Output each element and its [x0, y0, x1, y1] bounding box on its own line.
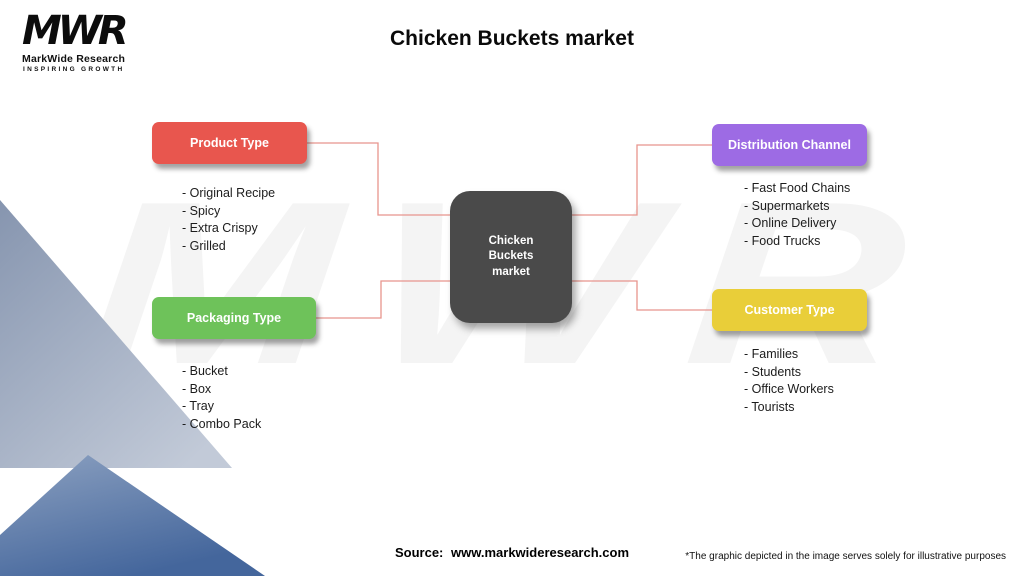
- category-item: Families: [744, 346, 877, 364]
- category-item: Box: [182, 381, 327, 399]
- center-node: Chicken Buckets market: [450, 191, 572, 323]
- category-product-type-items: Original Recipe Spicy Extra Crispy Grill…: [152, 185, 317, 255]
- category-item: Bucket: [182, 363, 327, 381]
- category-item: Food Trucks: [744, 233, 877, 251]
- logo-tagline: INSPIRING GROWTH: [23, 66, 125, 73]
- page-title: Chicken Buckets market: [390, 27, 634, 50]
- markwide-logo: MWR MarkWide Research INSPIRING GROWTH: [22, 8, 129, 73]
- category-product-type-header: Product Type: [152, 122, 307, 164]
- category-item: Supermarkets: [744, 198, 877, 216]
- category-item: Office Workers: [744, 381, 877, 399]
- category-customer-type-header: Customer Type: [712, 289, 867, 331]
- category-item: Original Recipe: [182, 185, 317, 203]
- category-product-type: Product Type Original Recipe Spicy Extra…: [152, 122, 317, 255]
- source-url: www.markwideresearch.com: [451, 545, 630, 560]
- category-item: Grilled: [182, 238, 317, 256]
- category-item: Combo Pack: [182, 416, 327, 434]
- category-item: Spicy: [182, 203, 317, 221]
- category-item: Tourists: [744, 399, 877, 417]
- source-line: Source: www.markwideresearch.com: [0, 545, 1024, 560]
- category-packaging-type-items: Bucket Box Tray Combo Pack: [152, 363, 327, 433]
- category-customer-type-items: Families Students Office Workers Tourist…: [712, 346, 877, 416]
- category-customer-type: Customer Type Families Students Office W…: [712, 289, 877, 416]
- category-distribution-channel: Distribution Channel Fast Food Chains Su…: [712, 124, 877, 250]
- disclaimer-text: *The graphic depicted in the image serve…: [685, 551, 1006, 562]
- source-label: Source:: [394, 545, 444, 560]
- logo-name: MarkWide Research: [22, 53, 126, 65]
- category-item: Fast Food Chains: [744, 180, 877, 198]
- category-packaging-type-header: Packaging Type: [152, 297, 316, 339]
- category-packaging-type: Packaging Type Bucket Box Tray Combo Pac…: [152, 297, 327, 433]
- category-item: Online Delivery: [744, 215, 877, 233]
- category-item: Tray: [182, 398, 327, 416]
- category-item: Extra Crispy: [182, 220, 317, 238]
- category-distribution-channel-items: Fast Food Chains Supermarkets Online Del…: [712, 180, 877, 250]
- logo-acronym: MWR: [22, 8, 129, 54]
- category-distribution-channel-header: Distribution Channel: [712, 124, 867, 166]
- category-item: Students: [744, 364, 877, 382]
